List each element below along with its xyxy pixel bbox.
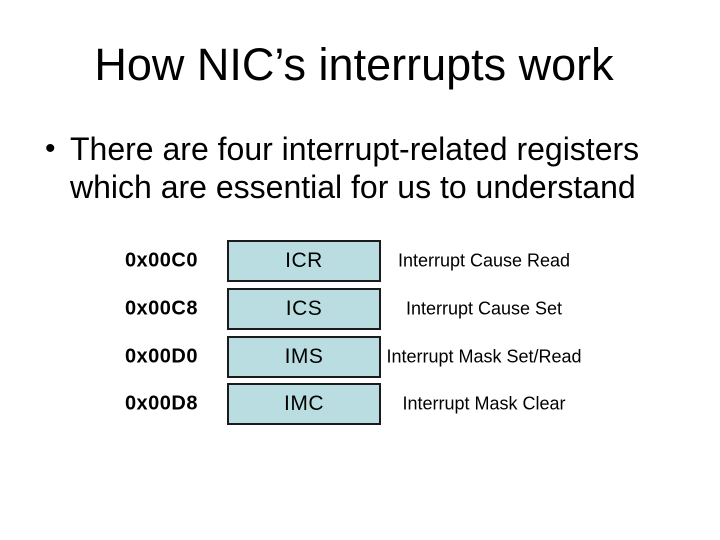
register-row: 0x00C8 ICS Interrupt Cause Set [0,288,720,330]
register-row: 0x00C0 ICR Interrupt Cause Read [0,240,720,282]
bullet-text: There are four interrupt-related registe… [70,130,639,206]
register-box: IMS [227,336,381,378]
register-acronym: ICS [285,297,323,320]
register-description: Interrupt Mask Set/Read [386,346,582,367]
register-description: Interrupt Mask Clear [402,393,566,414]
register-address-label: 0x00D8 [124,392,198,415]
register-address-label: 0x00C8 [124,297,198,320]
page-title: How NIC’s interrupts work [94,39,614,90]
register-row: 0x00D8 IMC Interrupt Mask Clear [0,383,720,425]
bullet-text-line-2: which are essential for us to understand [70,169,636,205]
bullet-item: • There are four interrupt-related regis… [45,130,675,206]
register-box: ICR [227,240,381,282]
register-acronym: IMS [284,345,324,368]
bullet-text-line-1: There are four interrupt-related registe… [70,131,640,167]
register-description: Interrupt Cause Set [405,298,563,319]
register-description: Interrupt Cause Read [397,250,571,271]
register-address-label: 0x00C0 [124,249,198,272]
register-acronym: ICR [285,249,323,272]
register-box: ICS [227,288,381,330]
bullet-marker: • [45,132,56,165]
register-box: IMC [227,383,381,425]
register-row: 0x00D0 IMS Interrupt Mask Set/Read [0,336,720,378]
register-acronym: IMC [284,392,324,415]
register-address-label: 0x00D0 [124,345,198,368]
